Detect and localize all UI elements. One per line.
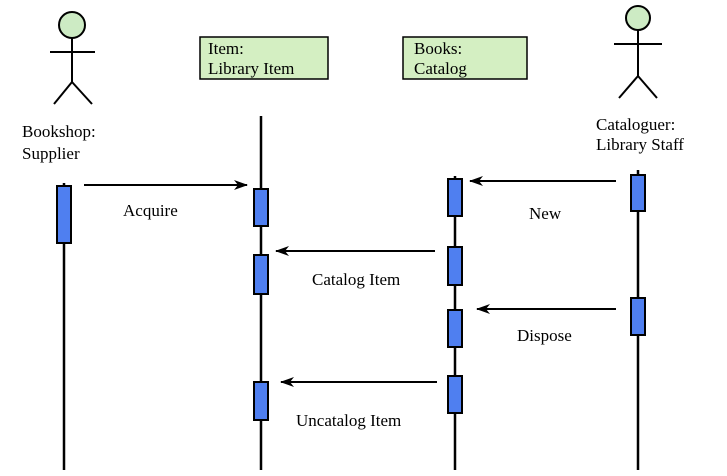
actor-cataloguer-name-line2: Library Staff bbox=[596, 135, 684, 154]
activation-item-3 bbox=[253, 381, 269, 421]
message-label: New bbox=[529, 204, 562, 223]
object-books-name-line2: Catalog bbox=[414, 59, 467, 78]
actor-cataloguer: Cataloguer: Library Staff bbox=[596, 5, 684, 154]
activation-item-2 bbox=[253, 254, 269, 295]
message-dispose: Dispose bbox=[476, 304, 616, 345]
message-uncatalog-item: Uncatalog Item bbox=[280, 377, 437, 430]
actor-cataloguer-name-line1: Cataloguer: bbox=[596, 115, 675, 134]
actor-supplier-name-line1: Bookshop: bbox=[22, 122, 96, 141]
object-books: Books: Catalog bbox=[402, 36, 528, 80]
activation-item-1 bbox=[253, 188, 269, 227]
object-books-box bbox=[402, 36, 528, 80]
object-item-name-line1: Item: bbox=[208, 39, 244, 58]
object-item: Item: Library Item bbox=[199, 36, 329, 80]
activation-books-4 bbox=[447, 375, 463, 414]
stick-figure-icon bbox=[614, 5, 662, 99]
activation-books-3 bbox=[447, 309, 463, 348]
activation-books-2 bbox=[447, 246, 463, 286]
actor-supplier-name-line2: Supplier bbox=[22, 144, 80, 163]
message-label: Uncatalog Item bbox=[296, 411, 401, 430]
message-acquire: Acquire bbox=[84, 180, 248, 220]
object-item-box bbox=[199, 36, 329, 80]
object-books-name-line1: Books: bbox=[414, 39, 462, 58]
message-catalog-item: Catalog Item bbox=[275, 246, 435, 289]
activation-books-1 bbox=[447, 178, 463, 217]
stick-figure-icon bbox=[50, 11, 95, 105]
message-label: Dispose bbox=[517, 326, 572, 345]
activation-cataloguer-1 bbox=[630, 174, 646, 212]
actor-supplier: Bookshop: Supplier bbox=[22, 11, 96, 163]
message-label: Acquire bbox=[123, 201, 178, 220]
message-label: Catalog Item bbox=[312, 270, 400, 289]
activation-cataloguer-2 bbox=[630, 297, 646, 336]
activation-supplier-1 bbox=[56, 185, 72, 244]
message-new: New bbox=[469, 176, 616, 223]
object-item-name-line2: Library Item bbox=[208, 59, 294, 78]
